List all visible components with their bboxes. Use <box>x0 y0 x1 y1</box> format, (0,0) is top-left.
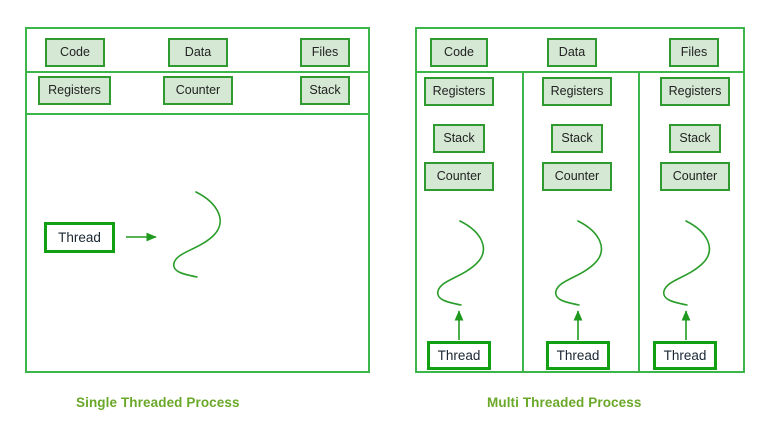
cell-label: Code <box>444 45 474 60</box>
cell-files-multi: Files <box>669 38 719 67</box>
cell-label: Counter <box>672 169 718 184</box>
cell-code-single: Code <box>45 38 105 67</box>
cell-label: Files <box>311 45 339 60</box>
cell-data-multi: Data <box>547 38 597 67</box>
cell-counter-thread1: Counter <box>424 162 494 191</box>
cell-label: Registers <box>550 84 604 99</box>
thread-label: Thread <box>437 347 481 363</box>
cell-data-single: Data <box>168 38 228 67</box>
cell-counter-single: Counter <box>163 76 233 105</box>
cell-label: Registers <box>432 84 486 99</box>
panel-divider-top <box>27 71 368 73</box>
thread-label: Thread <box>58 229 101 245</box>
cell-label: Counter <box>436 169 482 184</box>
caption-multi-threaded: Multi Threaded Process <box>487 395 642 410</box>
cell-label: Stack <box>443 131 475 146</box>
caption-single-threaded: Single Threaded Process <box>76 395 240 410</box>
cell-files-single: Files <box>300 38 350 67</box>
cell-registers-thread1: Registers <box>424 77 494 106</box>
cell-label: Data <box>558 45 586 60</box>
panel-divider-top <box>417 71 743 73</box>
thread-column-divider-1 <box>522 71 524 371</box>
cell-stack-single: Stack <box>300 76 350 105</box>
cell-label: Code <box>60 45 90 60</box>
cell-label: Registers <box>48 83 101 98</box>
thread-box-1: Thread <box>427 341 491 370</box>
cell-counter-thread2: Counter <box>542 162 612 191</box>
cell-stack-thread3: Stack <box>669 124 721 153</box>
thread-box-3: Thread <box>653 341 717 370</box>
cell-registers-single: Registers <box>38 76 111 105</box>
cell-label: Stack <box>679 131 711 146</box>
cell-label: Files <box>680 45 708 60</box>
thread-box-2: Thread <box>546 341 610 370</box>
cell-label: Registers <box>668 84 722 99</box>
thread-label: Thread <box>663 347 707 363</box>
thread-box-single: Thread <box>44 222 115 253</box>
cell-label: Data <box>184 45 212 60</box>
cell-code-multi: Code <box>430 38 488 67</box>
cell-label: Counter <box>554 169 600 184</box>
cell-stack-thread2: Stack <box>551 124 603 153</box>
cell-registers-thread3: Registers <box>660 77 730 106</box>
cell-counter-thread3: Counter <box>660 162 730 191</box>
cell-label: Stack <box>309 83 341 98</box>
thread-label: Thread <box>556 347 600 363</box>
cell-label: Stack <box>561 131 593 146</box>
cell-stack-thread1: Stack <box>433 124 485 153</box>
cell-label: Counter <box>175 83 221 98</box>
panel-divider-middle <box>27 113 368 115</box>
thread-column-divider-2 <box>638 71 640 371</box>
cell-registers-thread2: Registers <box>542 77 612 106</box>
